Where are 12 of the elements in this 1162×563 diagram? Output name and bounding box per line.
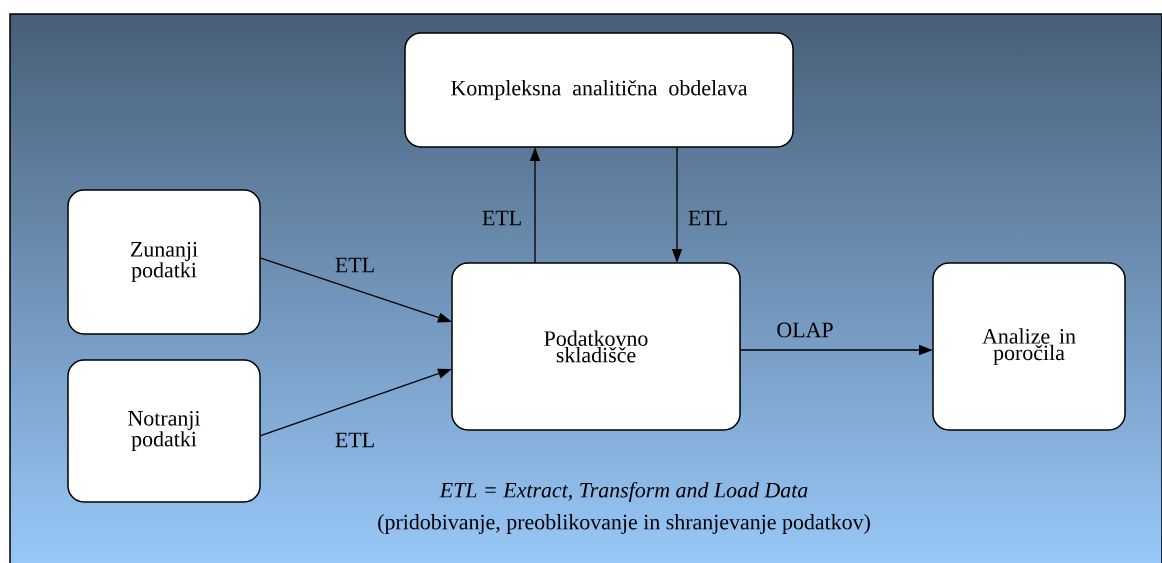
edge-label: OLAP <box>777 322 833 338</box>
edge-label: ETL <box>688 210 727 226</box>
edge-label: ETL <box>335 257 374 273</box>
edge-label: ETL <box>335 432 374 448</box>
process-box: Notranji podatki <box>67 359 261 503</box>
process-box: Zunanji podatki <box>67 189 261 335</box>
note-text: ETL = Extract, Transform and Load Data <box>439 481 808 503</box>
note-text: (pridobivanje, preoblikovanje in shranjevanje podatkov) <box>378 514 870 534</box>
process-box: Podatkovno skladišče <box>451 262 741 431</box>
process-box: Kompleksna analitična obdelava <box>404 32 794 148</box>
process-box: Analize in poročila <box>932 262 1126 431</box>
edge-label: ETL <box>482 210 521 226</box>
